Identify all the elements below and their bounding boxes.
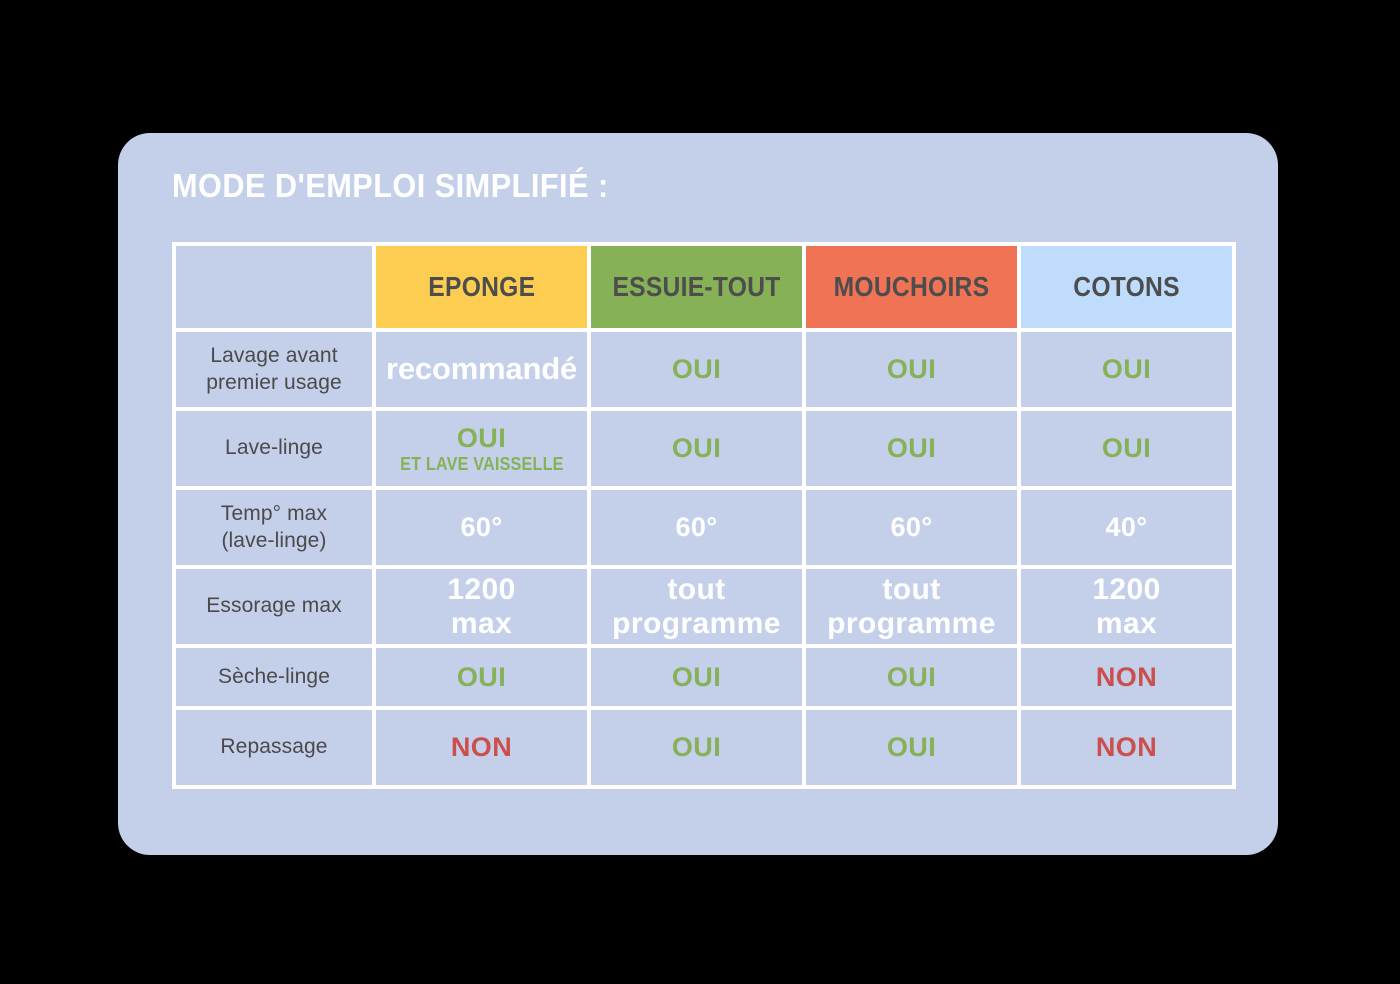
- table-cell: OUI: [1021, 332, 1232, 407]
- cell-value: OUI: [671, 433, 722, 464]
- row-label-line-1: Lavage avant: [210, 344, 338, 368]
- cell-value: NON: [450, 732, 513, 763]
- page-title: MODE D'EMPLOI SIMPLIFIÉ :: [172, 167, 609, 204]
- table-header-row: EPONGE ESSUIE-TOUT MOUCHOIRS COTONS: [176, 246, 1232, 328]
- cell-value-line-2: max: [450, 606, 513, 640]
- column-header-label: ESSUIE-TOUT: [612, 271, 781, 302]
- cell-value: OUI: [1101, 354, 1152, 385]
- column-header-label: EPONGE: [427, 271, 536, 302]
- cell-value: recommandé: [386, 351, 577, 387]
- table-row: Temp° max(lave-linge) 60° 60° 60° 40°: [176, 490, 1232, 565]
- table-corner-cell: [176, 246, 372, 328]
- row-label-line-1: Essorage max: [206, 594, 342, 618]
- table-cell: NON: [1021, 710, 1232, 785]
- table-cell: OUI: [1021, 411, 1232, 486]
- cell-value: OUI: [886, 732, 937, 763]
- table-cell: recommandé: [376, 332, 587, 407]
- cell-value-note-text: ET LAVE VAISSELLE: [399, 454, 564, 475]
- cell-value: OUI: [456, 422, 507, 453]
- cell-value: OUI: [886, 661, 937, 692]
- row-label-line-2: premier usage: [206, 370, 342, 394]
- table-cell: OUI: [591, 648, 802, 706]
- row-label-line-2: (lave-linge): [221, 528, 327, 552]
- table-cell: OUI: [591, 332, 802, 407]
- table-row: Repassage NON OUI OUI NON: [176, 710, 1232, 785]
- cell-value-line-2: max: [1095, 606, 1158, 640]
- column-header-eponge: EPONGE: [376, 246, 587, 328]
- cell-value: 60°: [890, 512, 933, 543]
- cell-value: OUI: [671, 661, 722, 692]
- row-label: Sèche-linge: [176, 648, 372, 706]
- care-instructions-table-wrapper: EPONGE ESSUIE-TOUT MOUCHOIRS COTONS Lavage …: [172, 242, 1236, 789]
- cell-value: tout: [667, 572, 726, 606]
- cell-value: 1200: [447, 572, 516, 606]
- row-label-line-1: Repassage: [220, 735, 328, 759]
- table-cell: OUI: [806, 332, 1017, 407]
- cell-value: 60°: [675, 512, 718, 543]
- column-header-essuie-tout: ESSUIE-TOUT: [591, 246, 802, 328]
- table-header: EPONGE ESSUIE-TOUT MOUCHOIRS COTONS: [176, 246, 1232, 328]
- cell-value: 40°: [1105, 512, 1148, 543]
- cell-value: 60°: [460, 512, 503, 543]
- cell-value-note: ET LAVE VAISSELLE: [376, 454, 587, 474]
- column-header-mouchoirs: MOUCHOIRS: [806, 246, 1017, 328]
- cell-value: OUI: [671, 354, 722, 385]
- cell-value-line-2: programme: [612, 606, 781, 640]
- column-header-label: COTONS: [1073, 271, 1180, 302]
- column-header-cotons: COTONS: [1021, 246, 1232, 328]
- table-cell: NON: [1021, 648, 1232, 706]
- table-cell: 40°: [1021, 490, 1232, 565]
- table-cell: NON: [376, 710, 587, 785]
- table-cell: OUI: [806, 648, 1017, 706]
- cell-value: OUI: [1101, 433, 1152, 464]
- cell-value: OUI: [886, 433, 937, 464]
- table-cell: 60°: [376, 490, 587, 565]
- row-label: Essorage max: [176, 569, 372, 644]
- row-label-line-1: Temp° max: [220, 502, 328, 526]
- column-header-label: MOUCHOIRS: [833, 271, 990, 302]
- table-cell: OUI: [591, 710, 802, 785]
- cell-value-line-2: programme: [827, 606, 996, 640]
- cell-value: tout: [882, 572, 941, 606]
- info-card: MODE D'EMPLOI SIMPLIFIÉ : EPONGE ESSUIE-T…: [118, 133, 1278, 855]
- cell-value: NON: [1095, 732, 1158, 763]
- table-cell: 60°: [591, 490, 802, 565]
- table-cell: OUI: [806, 710, 1017, 785]
- cell-value: 1200: [1092, 572, 1161, 606]
- table-cell: OUI: [806, 411, 1017, 486]
- row-label: Repassage: [176, 710, 372, 785]
- cell-value: OUI: [456, 661, 507, 692]
- row-label: Lave-linge: [176, 411, 372, 486]
- table-cell: OUI: [376, 648, 587, 706]
- care-instructions-table: EPONGE ESSUIE-TOUT MOUCHOIRS COTONS Lavage …: [172, 242, 1236, 789]
- cell-value: NON: [1095, 661, 1158, 692]
- row-label: Temp° max(lave-linge): [176, 490, 372, 565]
- row-label-line-1: Sèche-linge: [217, 664, 330, 688]
- table-cell: OUI: [591, 411, 802, 486]
- cell-value: OUI: [671, 732, 722, 763]
- table-cell: 60°: [806, 490, 1017, 565]
- cell-value: OUI: [886, 354, 937, 385]
- table-row: Sèche-linge OUI OUI OUI NON: [176, 648, 1232, 706]
- row-label-line-1: Lave-linge: [225, 436, 323, 460]
